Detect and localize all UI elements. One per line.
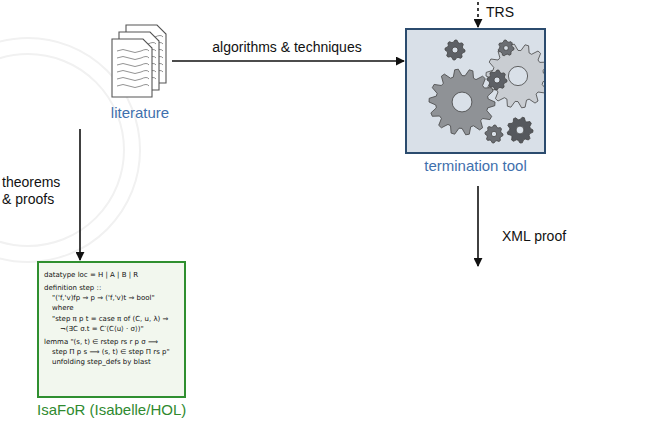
output-arrow [477,186,479,266]
literature-node: literature [70,22,210,121]
code-line: definition step :: [44,283,178,293]
node-caption: IsaFoR (Isabelle/HOL) [37,401,186,418]
gear-illustration [407,30,544,152]
flow-arrow [172,60,404,62]
code-line: ¬(∃C σ.t = C′⟨C⟨u⟩ · σ⟩)" [44,324,178,334]
flow-arrow [79,129,81,260]
input-arrow [477,2,479,27]
code-box: datatype loc = H | A | B | R definition s… [37,261,186,398]
document-icon [111,22,169,100]
gear [445,40,465,60]
code-line: step Π p s ⟹ (s, t) ∈ step Π rs p" [44,347,178,357]
edge-label: algorithms & techniques [212,39,361,55]
code-line: unfolding step_defs by blast [44,357,178,367]
edge-label: theorems & proofs [2,174,72,208]
gear [486,44,544,108]
code-line: where [44,303,178,313]
page-scribble [117,85,149,88]
code-line: "('f,'v)fp ⇒ p ⇒ ('f,'v)t ⇒ bool" [44,293,178,303]
page-scribble [117,57,149,60]
page-scribble [117,64,149,67]
gear-hub [494,77,500,83]
gear-hub [452,47,458,53]
tool-node: termination tool [405,28,546,174]
output-label: XML proof [502,228,566,244]
code-line: datatype loc = H | A | B | R [44,270,178,280]
gear [485,125,503,143]
gear-hub [491,131,496,136]
input-label: TRS [486,4,514,20]
page-scribble [117,78,149,81]
gear [507,117,533,143]
tool-box [405,28,546,154]
gear-hub [504,46,509,51]
gear-hub [516,126,524,134]
gear [429,69,495,135]
node-caption: literature [70,104,210,121]
page-scribble [117,71,149,74]
node-caption: termination tool [405,157,546,174]
page-scribble [117,50,149,53]
formalisation-node: datatype loc = H | A | B | R definition s… [37,261,186,418]
page-outline [112,39,152,97]
gear [498,40,514,56]
gear [487,70,507,90]
gear-hub [508,66,527,85]
code-line: "step π p t = case π of (C, u, λ) ⇒ [44,314,178,324]
gear-hub [452,92,472,112]
code-line: lemma "(s, t) ∈ rstep rs r p σ ⟹ [44,337,178,347]
